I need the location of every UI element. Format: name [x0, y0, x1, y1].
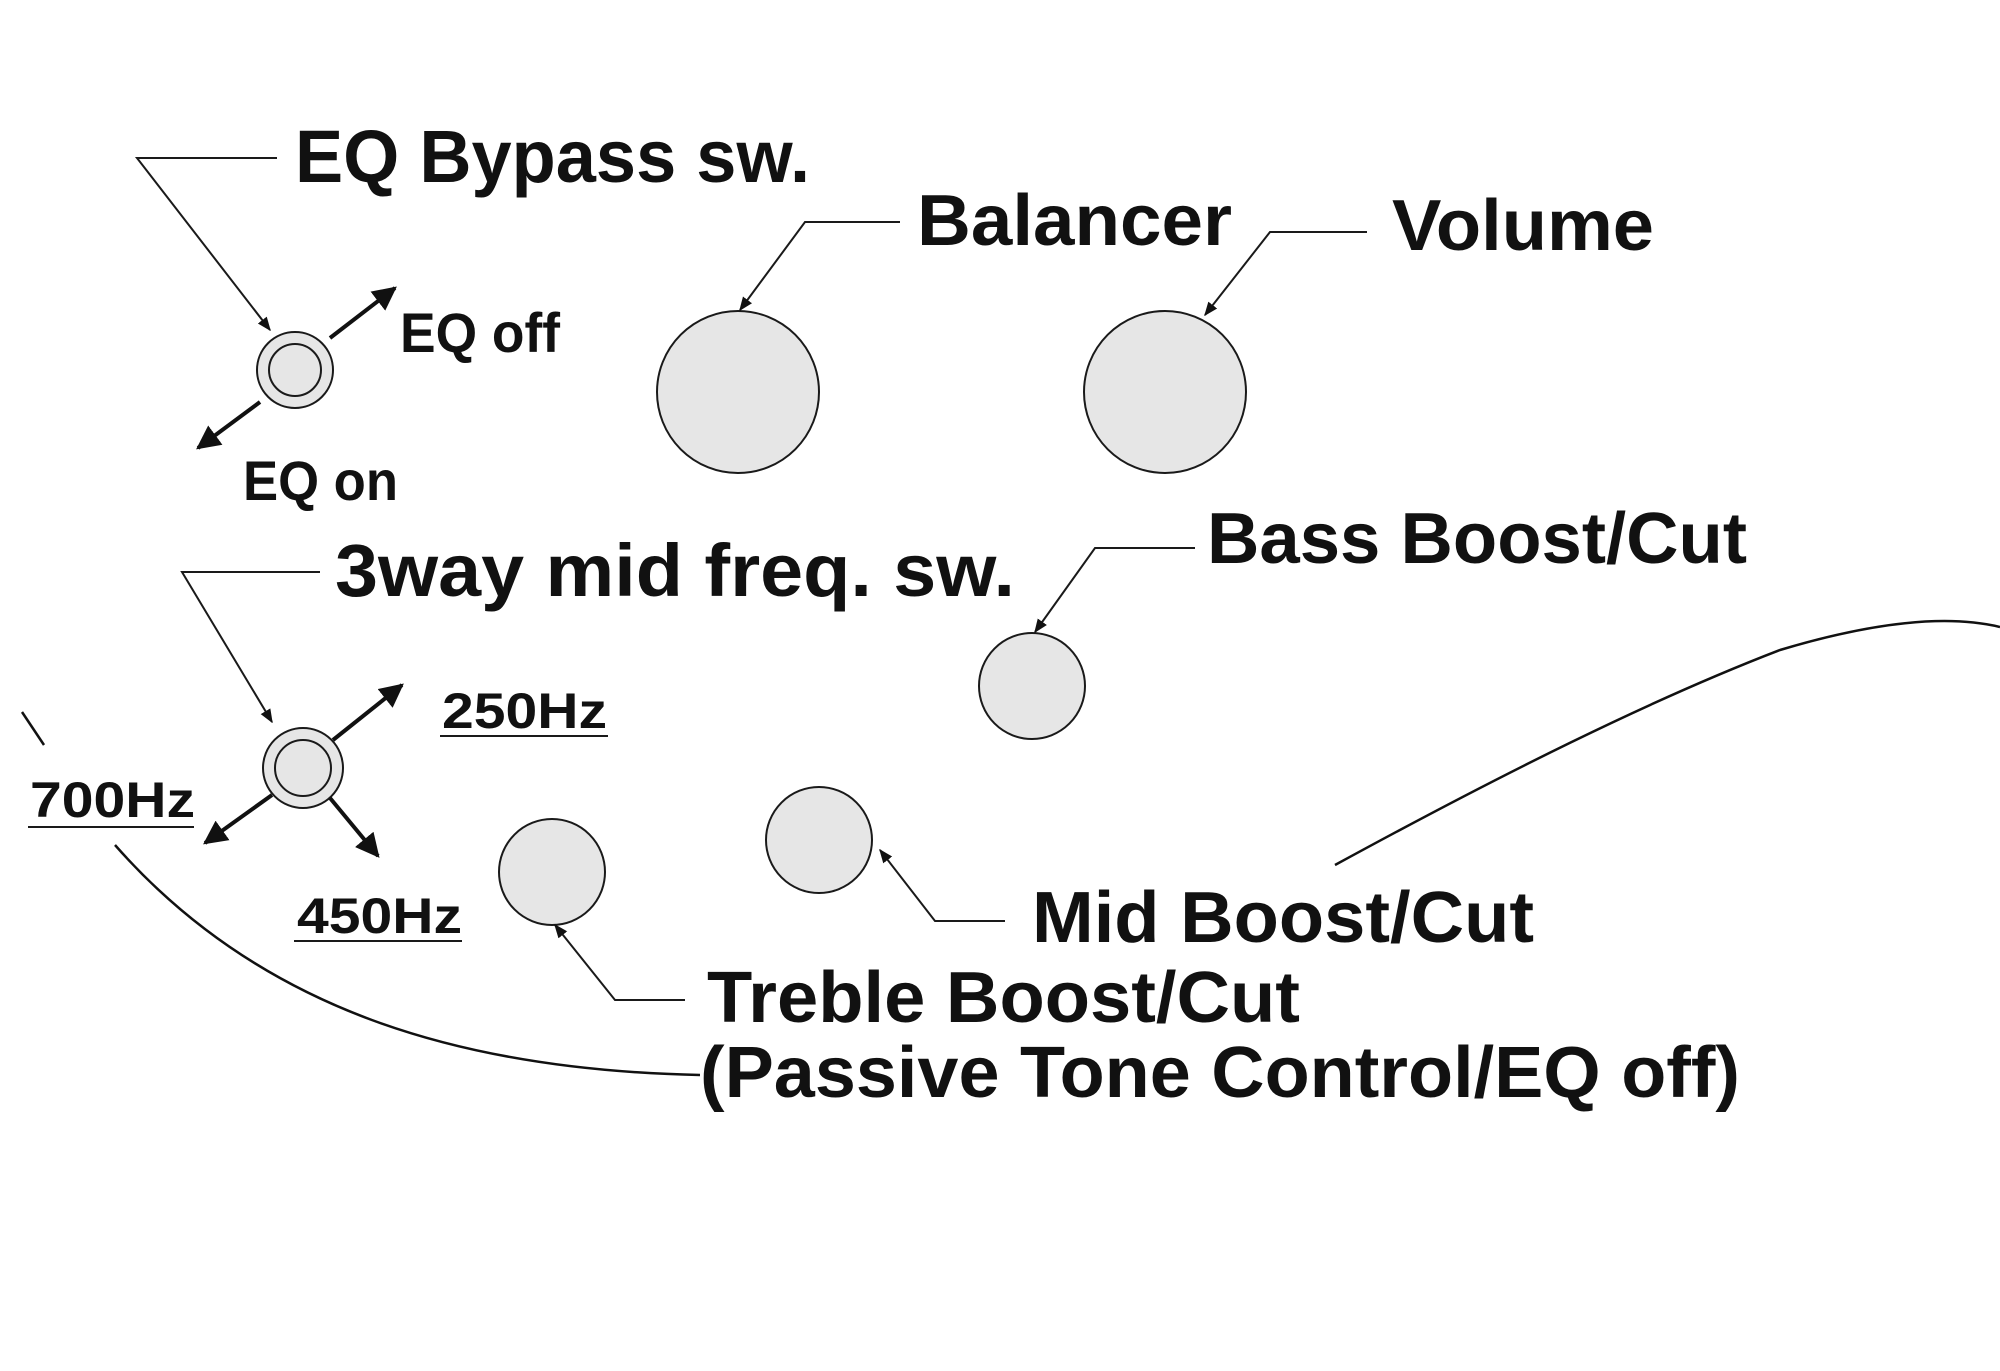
passive-tone-control-label: (Passive Tone Control/EQ off)	[700, 1033, 1740, 1113]
volume-leader	[1204, 231, 1367, 317]
eq-on-label: EQ on	[243, 449, 398, 512]
mid-boost-cut-label: Mid Boost/Cut	[1032, 878, 1534, 958]
bass-boost-cut-label: Bass Boost/Cut	[1207, 499, 1747, 579]
mid-freq-leader	[180, 571, 320, 724]
balancer-knob[interactable]	[656, 310, 820, 474]
mid-freq-switch-label: 3way mid freq. sw.	[335, 529, 1015, 612]
freq-250-arrow	[331, 683, 404, 742]
freq-250-label: 250Hz	[442, 683, 607, 739]
mid-freq-switch-knob	[274, 739, 332, 797]
treble-knob[interactable]	[498, 818, 606, 926]
eq-off-label: EQ off	[400, 301, 560, 364]
eq-bypass-switch-knob	[268, 343, 322, 397]
mid-freq-switch[interactable]	[262, 727, 344, 809]
eq-bypass-leader	[134, 157, 277, 332]
mid-knob[interactable]	[765, 786, 873, 894]
balancer-leader	[739, 221, 900, 312]
freq-450-arrow	[328, 796, 380, 858]
mid-leader	[879, 848, 1005, 922]
freq-700-label: 700Hz	[30, 772, 195, 828]
bass-leader	[1034, 547, 1195, 634]
eq-off-arrow	[328, 286, 397, 340]
balancer-label: Balancer	[917, 181, 1232, 261]
body-contour-top	[1334, 619, 2000, 867]
bass-knob[interactable]	[978, 632, 1086, 740]
treble-leader	[554, 923, 685, 1001]
freq-450-label: 450Hz	[297, 888, 462, 944]
treble-boost-cut-label: Treble Boost/Cut	[707, 958, 1300, 1038]
volume-knob[interactable]	[1083, 310, 1247, 474]
eq-on-arrow	[196, 400, 262, 450]
eq-bypass-switch[interactable]	[256, 331, 334, 409]
freq-700-arrow	[203, 793, 274, 845]
eq-bypass-switch-label: EQ Bypass sw.	[295, 115, 810, 198]
body-contour-bottom	[114, 844, 701, 1077]
volume-label: Volume	[1392, 186, 1654, 266]
body-contour-tick	[20, 711, 46, 746]
